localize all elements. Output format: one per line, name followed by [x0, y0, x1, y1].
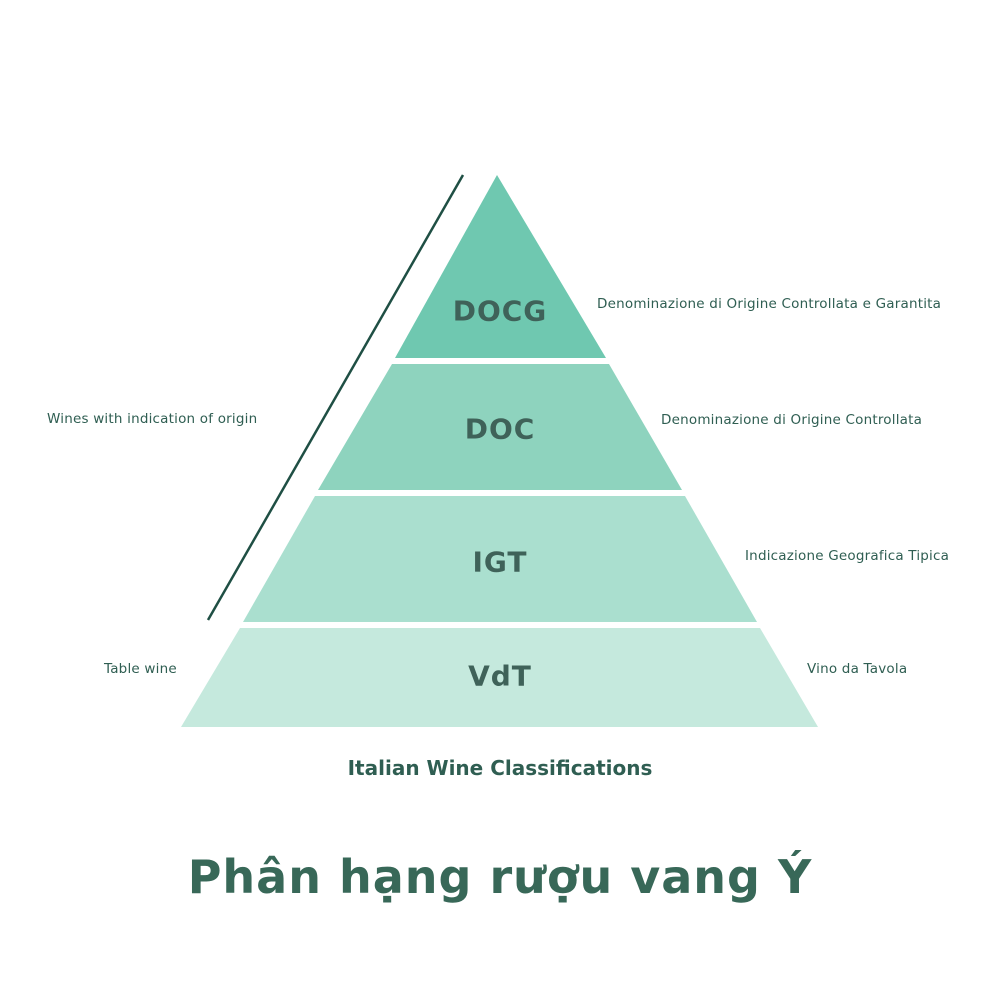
tier-doc-label: DOC: [464, 412, 536, 446]
table-wine-label: Table wine: [104, 661, 177, 677]
tier-vdt-label: VdT: [468, 659, 532, 693]
tier-igt-label: IGT: [472, 545, 528, 579]
page-title: Phân hạng rượu vang Ý: [187, 850, 813, 904]
igt-description: Indicazione Geografica Tipica: [745, 548, 950, 564]
tier-docg-label: DOCG: [452, 294, 548, 328]
diagram-caption: Italian Wine Classifications: [347, 756, 653, 780]
tier-vdt-band: [181, 628, 818, 727]
tier-docg-band: [395, 175, 606, 358]
docg-description: Denominazione di Origine Controllata e G…: [597, 296, 942, 312]
tier-igt-band: [243, 496, 757, 622]
vdt-description: Vino da Tavola: [807, 661, 908, 677]
origin-wines-label: Wines with indication of origin: [47, 411, 258, 427]
origin-bracket-line: [206, 174, 465, 621]
doc-description: Denominazione di Origine Controllata: [661, 412, 923, 428]
tier-doc-band: [318, 364, 682, 490]
